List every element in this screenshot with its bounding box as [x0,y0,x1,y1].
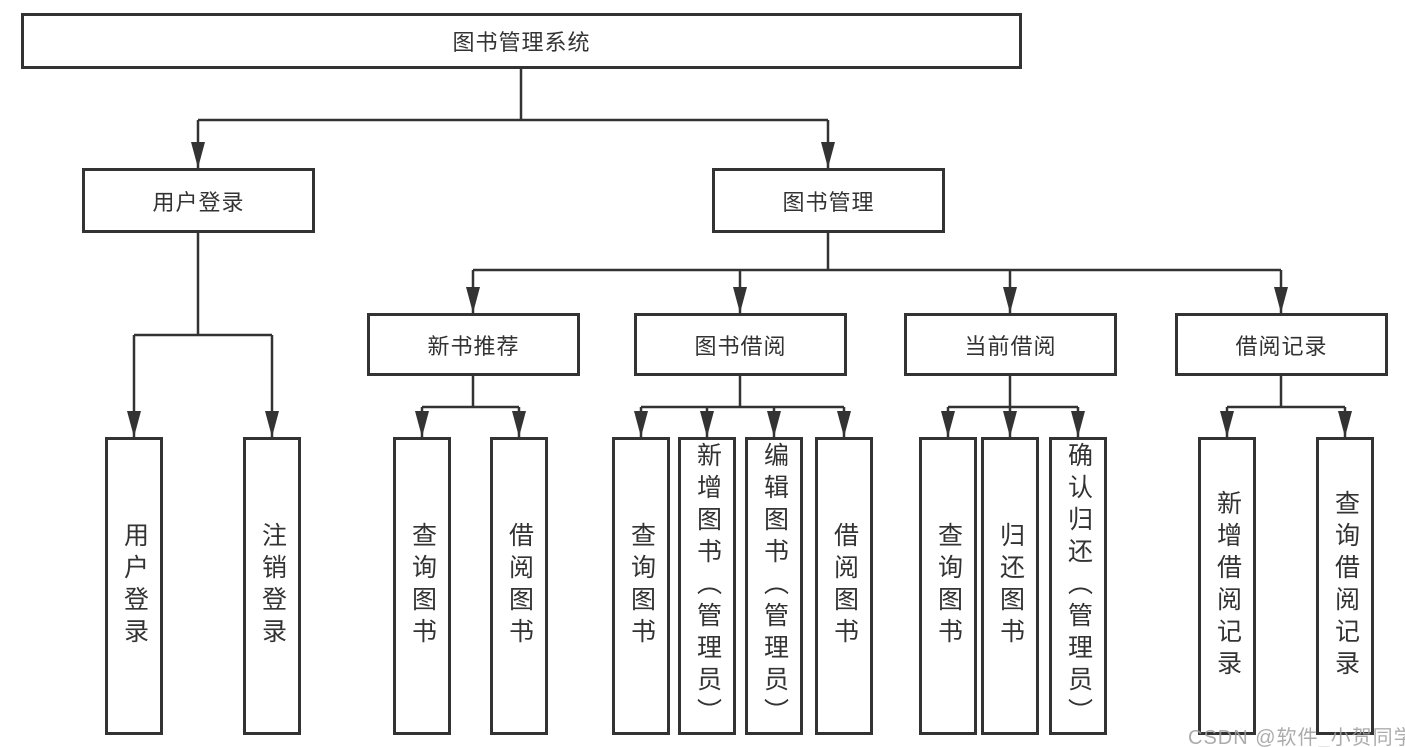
node-leaf-confirm-return-admin: 确认归还（管理员） [1049,437,1107,735]
node-leaf-query-books-borrow: 查询图书 [612,437,670,735]
arrowhead [1003,411,1017,437]
node-leaf-user-login: 用户登录 [105,437,163,735]
node-borrow-records: 借阅记录 [1175,313,1388,376]
node-book-borrow: 图书借阅 [634,313,847,376]
arrowhead [821,142,835,168]
arrowhead [466,287,480,313]
watermark: CSDN @软件_小贺同学 [1188,727,1405,747]
node-label: 查询图书 [627,522,656,650]
arrowhead [700,411,714,437]
node-leaf-query-books-recommend: 查询图书 [393,437,451,735]
node-leaf-add-book-admin: 新增图书（管理员） [678,437,736,735]
node-label: 查询图书 [934,522,963,650]
arrowhead [634,411,648,437]
arrowhead [127,411,141,437]
node-label: 用户登录 [120,522,149,650]
node-label: 借阅图书 [505,522,534,650]
arrowhead [767,411,781,437]
connector-book-mgmt-to-level3 [471,233,1283,313]
node-leaf-return-book: 归还图书 [981,437,1039,735]
connector-new-book-to-leaves [420,376,521,437]
node-label: 新增借阅记录 [1213,490,1242,682]
arrowhead [512,411,526,437]
connector-borrow-records-to-leaves [1225,376,1347,437]
connector-user-login-to-leaves [132,233,274,437]
arrowhead [1274,287,1288,313]
node-new-book-recommend: 新书推荐 [367,313,580,376]
node-leaf-query-books-current: 查询图书 [919,437,977,735]
arrowhead [191,142,205,168]
node-leaf-logout: 注销登录 [243,437,301,735]
node-label: 新增图书（管理员） [693,442,722,730]
arrowhead [1003,287,1017,313]
arrowhead [1338,411,1352,437]
arrowhead [265,411,279,437]
arrowhead [1220,411,1234,437]
connector-book-borrow-to-leaves [639,376,846,437]
node-label: 查询图书 [408,522,437,650]
node-leaf-edit-book-admin: 编辑图书（管理员） [745,437,803,735]
node-current-borrow: 当前借阅 [904,313,1117,376]
connector-current-borrow-to-leaves [946,376,1080,437]
arrowhead [941,411,955,437]
node-label: 查询借阅记录 [1331,490,1360,682]
node-label: 借阅图书 [830,522,859,650]
node-book-management: 图书管理 [712,168,945,233]
node-label: 注销登录 [258,522,287,650]
arrowhead [415,411,429,437]
arrowhead [733,287,747,313]
node-label: 确认归还（管理员） [1064,442,1093,730]
node-leaf-query-borrow-record: 查询借阅记录 [1316,437,1374,735]
node-leaf-borrow-books-borrow: 借阅图书 [815,437,873,735]
node-label: 编辑图书（管理员） [760,442,789,730]
arrowhead [1071,411,1085,437]
node-label: 归还图书 [996,522,1025,650]
node-user-login: 用户登录 [82,168,315,233]
node-leaf-borrow-books-recommend: 借阅图书 [490,437,548,735]
arrowhead [837,411,851,437]
connector-root-to-level2 [196,69,830,168]
node-root: 图书管理系统 [21,13,1022,69]
node-leaf-add-borrow-record: 新增借阅记录 [1198,437,1256,735]
